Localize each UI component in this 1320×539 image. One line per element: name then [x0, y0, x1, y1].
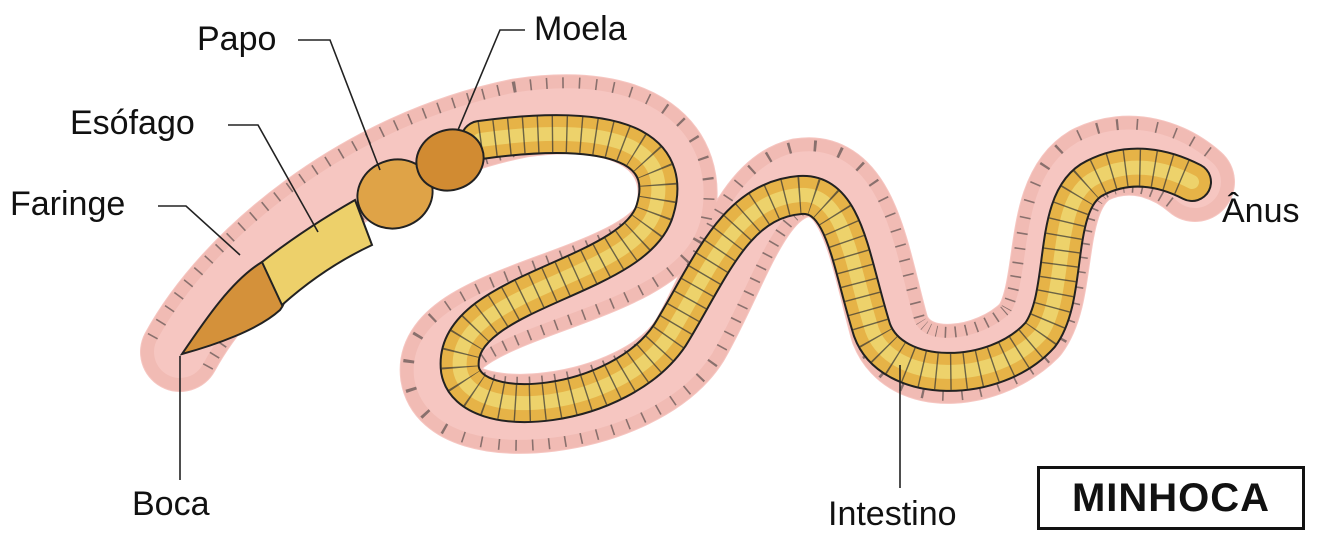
moela-leader	[458, 30, 525, 130]
esofago-leader	[228, 125, 318, 232]
title-box: MINHOCA	[1037, 466, 1305, 530]
faringe-leader	[158, 206, 240, 255]
label-papo: Papo	[197, 22, 276, 56]
label-intestino: Intestino	[828, 497, 957, 531]
label-esofago: Esófago	[70, 106, 195, 140]
label-moela: Moela	[534, 12, 627, 46]
label-faringe: Faringe	[10, 187, 125, 221]
label-anus: Ânus	[1222, 194, 1300, 228]
papo-leader	[298, 40, 380, 170]
diagram-title: MINHOCA	[1072, 476, 1270, 521]
label-boca: Boca	[132, 487, 210, 521]
